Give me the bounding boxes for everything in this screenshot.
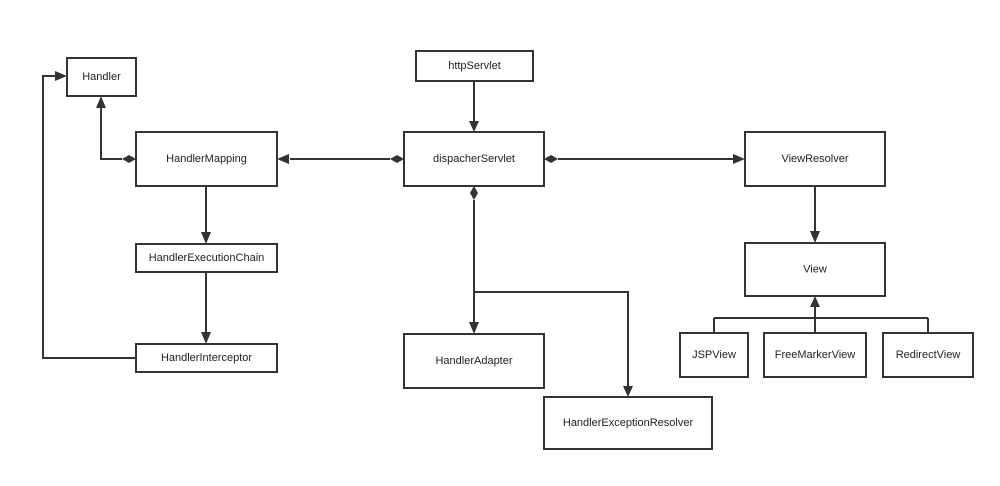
node-httpservlet: httpServlet xyxy=(415,50,534,82)
node-redirectview-label: RedirectView xyxy=(896,349,961,361)
node-jspview-label: JSPView xyxy=(692,349,736,361)
node-handlermapping: HandlerMapping xyxy=(135,131,278,187)
edge-interceptor-to-handler xyxy=(42,71,136,359)
node-handlerinterceptor-label: HandlerInterceptor xyxy=(161,352,252,364)
node-handlerexceptionresolver-label: HandlerExceptionResolver xyxy=(563,417,694,429)
node-handlerexceptionresolver: HandlerExceptionResolver xyxy=(543,396,713,450)
edge-viewresolver-to-view xyxy=(810,186,820,243)
edge-executionchain-to-interceptor xyxy=(201,272,211,344)
edge-subviews-to-view xyxy=(713,296,929,333)
node-viewresolver: ViewResolver xyxy=(744,131,886,187)
node-handler: Handler xyxy=(66,57,137,97)
edge-dispatcher-to-handleradapter xyxy=(469,186,479,334)
edge-dispatcher-to-viewresolver xyxy=(544,154,745,164)
edge-dispatcher-to-exceptionresolver xyxy=(474,291,633,397)
edge-handlermapping-to-executionchain xyxy=(201,186,211,244)
node-freemarkerview-label: FreeMarkerView xyxy=(775,349,856,361)
node-handleradapter: HandlerAdapter xyxy=(403,333,545,389)
node-dispatcherservlet-label: dispacherServlet xyxy=(433,153,515,165)
node-redirectview: RedirectView xyxy=(882,332,974,378)
node-handlerexecutionchain-label: HandlerExecutionChain xyxy=(149,252,265,264)
node-handlerinterceptor: HandlerInterceptor xyxy=(135,343,278,373)
node-handler-label: Handler xyxy=(82,71,121,83)
node-viewresolver-label: ViewResolver xyxy=(781,153,848,165)
node-handlerexecutionchain: HandlerExecutionChain xyxy=(135,243,278,273)
node-handleradapter-label: HandlerAdapter xyxy=(435,355,512,367)
node-handlermapping-label: HandlerMapping xyxy=(166,153,247,165)
node-jspview: JSPView xyxy=(679,332,749,378)
node-httpservlet-label: httpServlet xyxy=(448,60,501,72)
node-dispatcherservlet: dispacherServlet xyxy=(403,131,545,187)
edge-dispatcher-to-handlermapping xyxy=(277,154,404,164)
node-view-label: View xyxy=(803,264,827,276)
node-freemarkerview: FreeMarkerView xyxy=(763,332,867,378)
node-view: View xyxy=(744,242,886,297)
edge-httpservlet-to-dispatcher xyxy=(469,81,479,132)
edge-handlermapping-to-handler xyxy=(96,96,136,163)
